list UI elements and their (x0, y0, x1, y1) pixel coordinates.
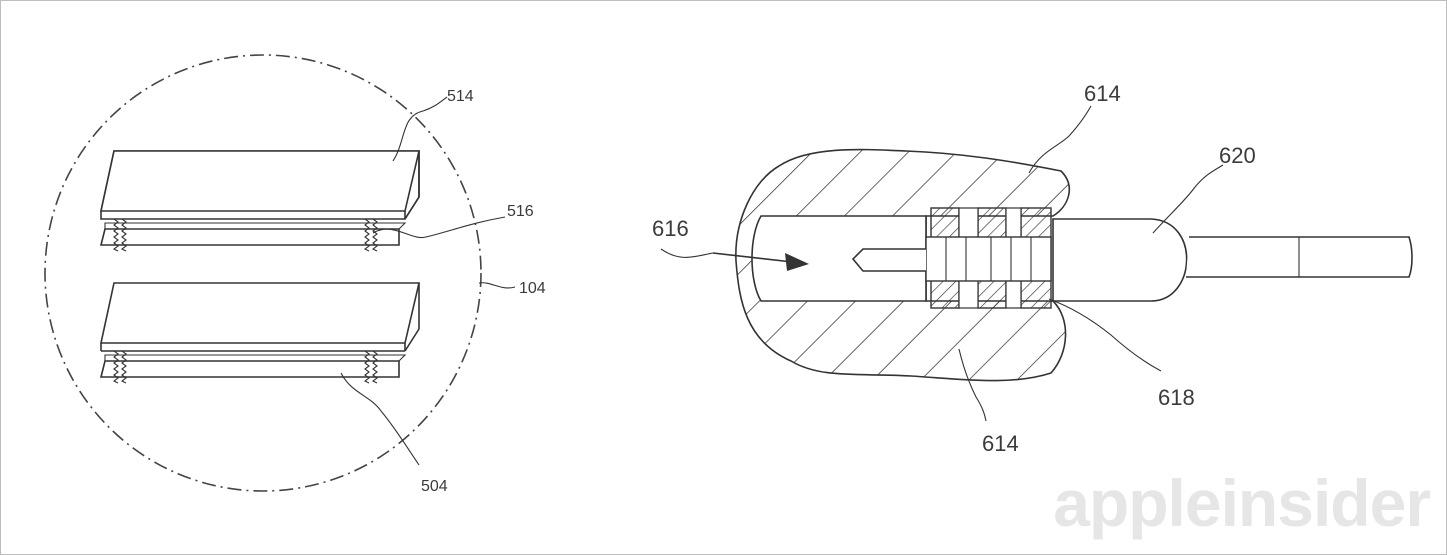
label-104: 104 (519, 280, 546, 297)
contacts-618 (925, 207, 1052, 309)
leader-504 (340, 372, 420, 466)
spring-516-left (112, 218, 127, 252)
leader-614-top (1028, 105, 1092, 174)
cavity-616 (751, 215, 927, 302)
detail-circle-104 (44, 54, 482, 492)
appleinsider-logo: appleinsider (1053, 466, 1431, 540)
label-504: 504 (421, 478, 448, 495)
leader-614-bottom (958, 348, 987, 422)
label-620: 620 (1219, 143, 1256, 168)
spring-bottom-left (112, 350, 127, 384)
label-618: 618 (1158, 385, 1195, 410)
leader-104 (478, 282, 516, 289)
top-plate-514 (99, 150, 421, 246)
label-614-bottom: 614 (982, 431, 1019, 456)
leader-516 (372, 216, 506, 239)
leader-618 (1048, 298, 1162, 372)
leader-620 (1152, 164, 1224, 234)
leader-616 (660, 248, 714, 258)
label-516: 516 (507, 203, 534, 220)
spring-516-right (363, 218, 378, 252)
right-figure: 614 620 616 618 614 (652, 81, 1413, 456)
label-614-top: 614 (1084, 81, 1121, 106)
arrowhead-616 (785, 253, 809, 271)
label-616: 616 (652, 216, 689, 241)
leader-514 (392, 96, 448, 162)
plug-tip (851, 248, 926, 272)
label-514: 514 (447, 88, 474, 105)
plug-body-620 (1052, 218, 1188, 302)
left-figure: 514 516 104 504 (44, 54, 546, 495)
spring-bottom-right (363, 350, 378, 384)
bottom-plate-504 (99, 282, 421, 378)
